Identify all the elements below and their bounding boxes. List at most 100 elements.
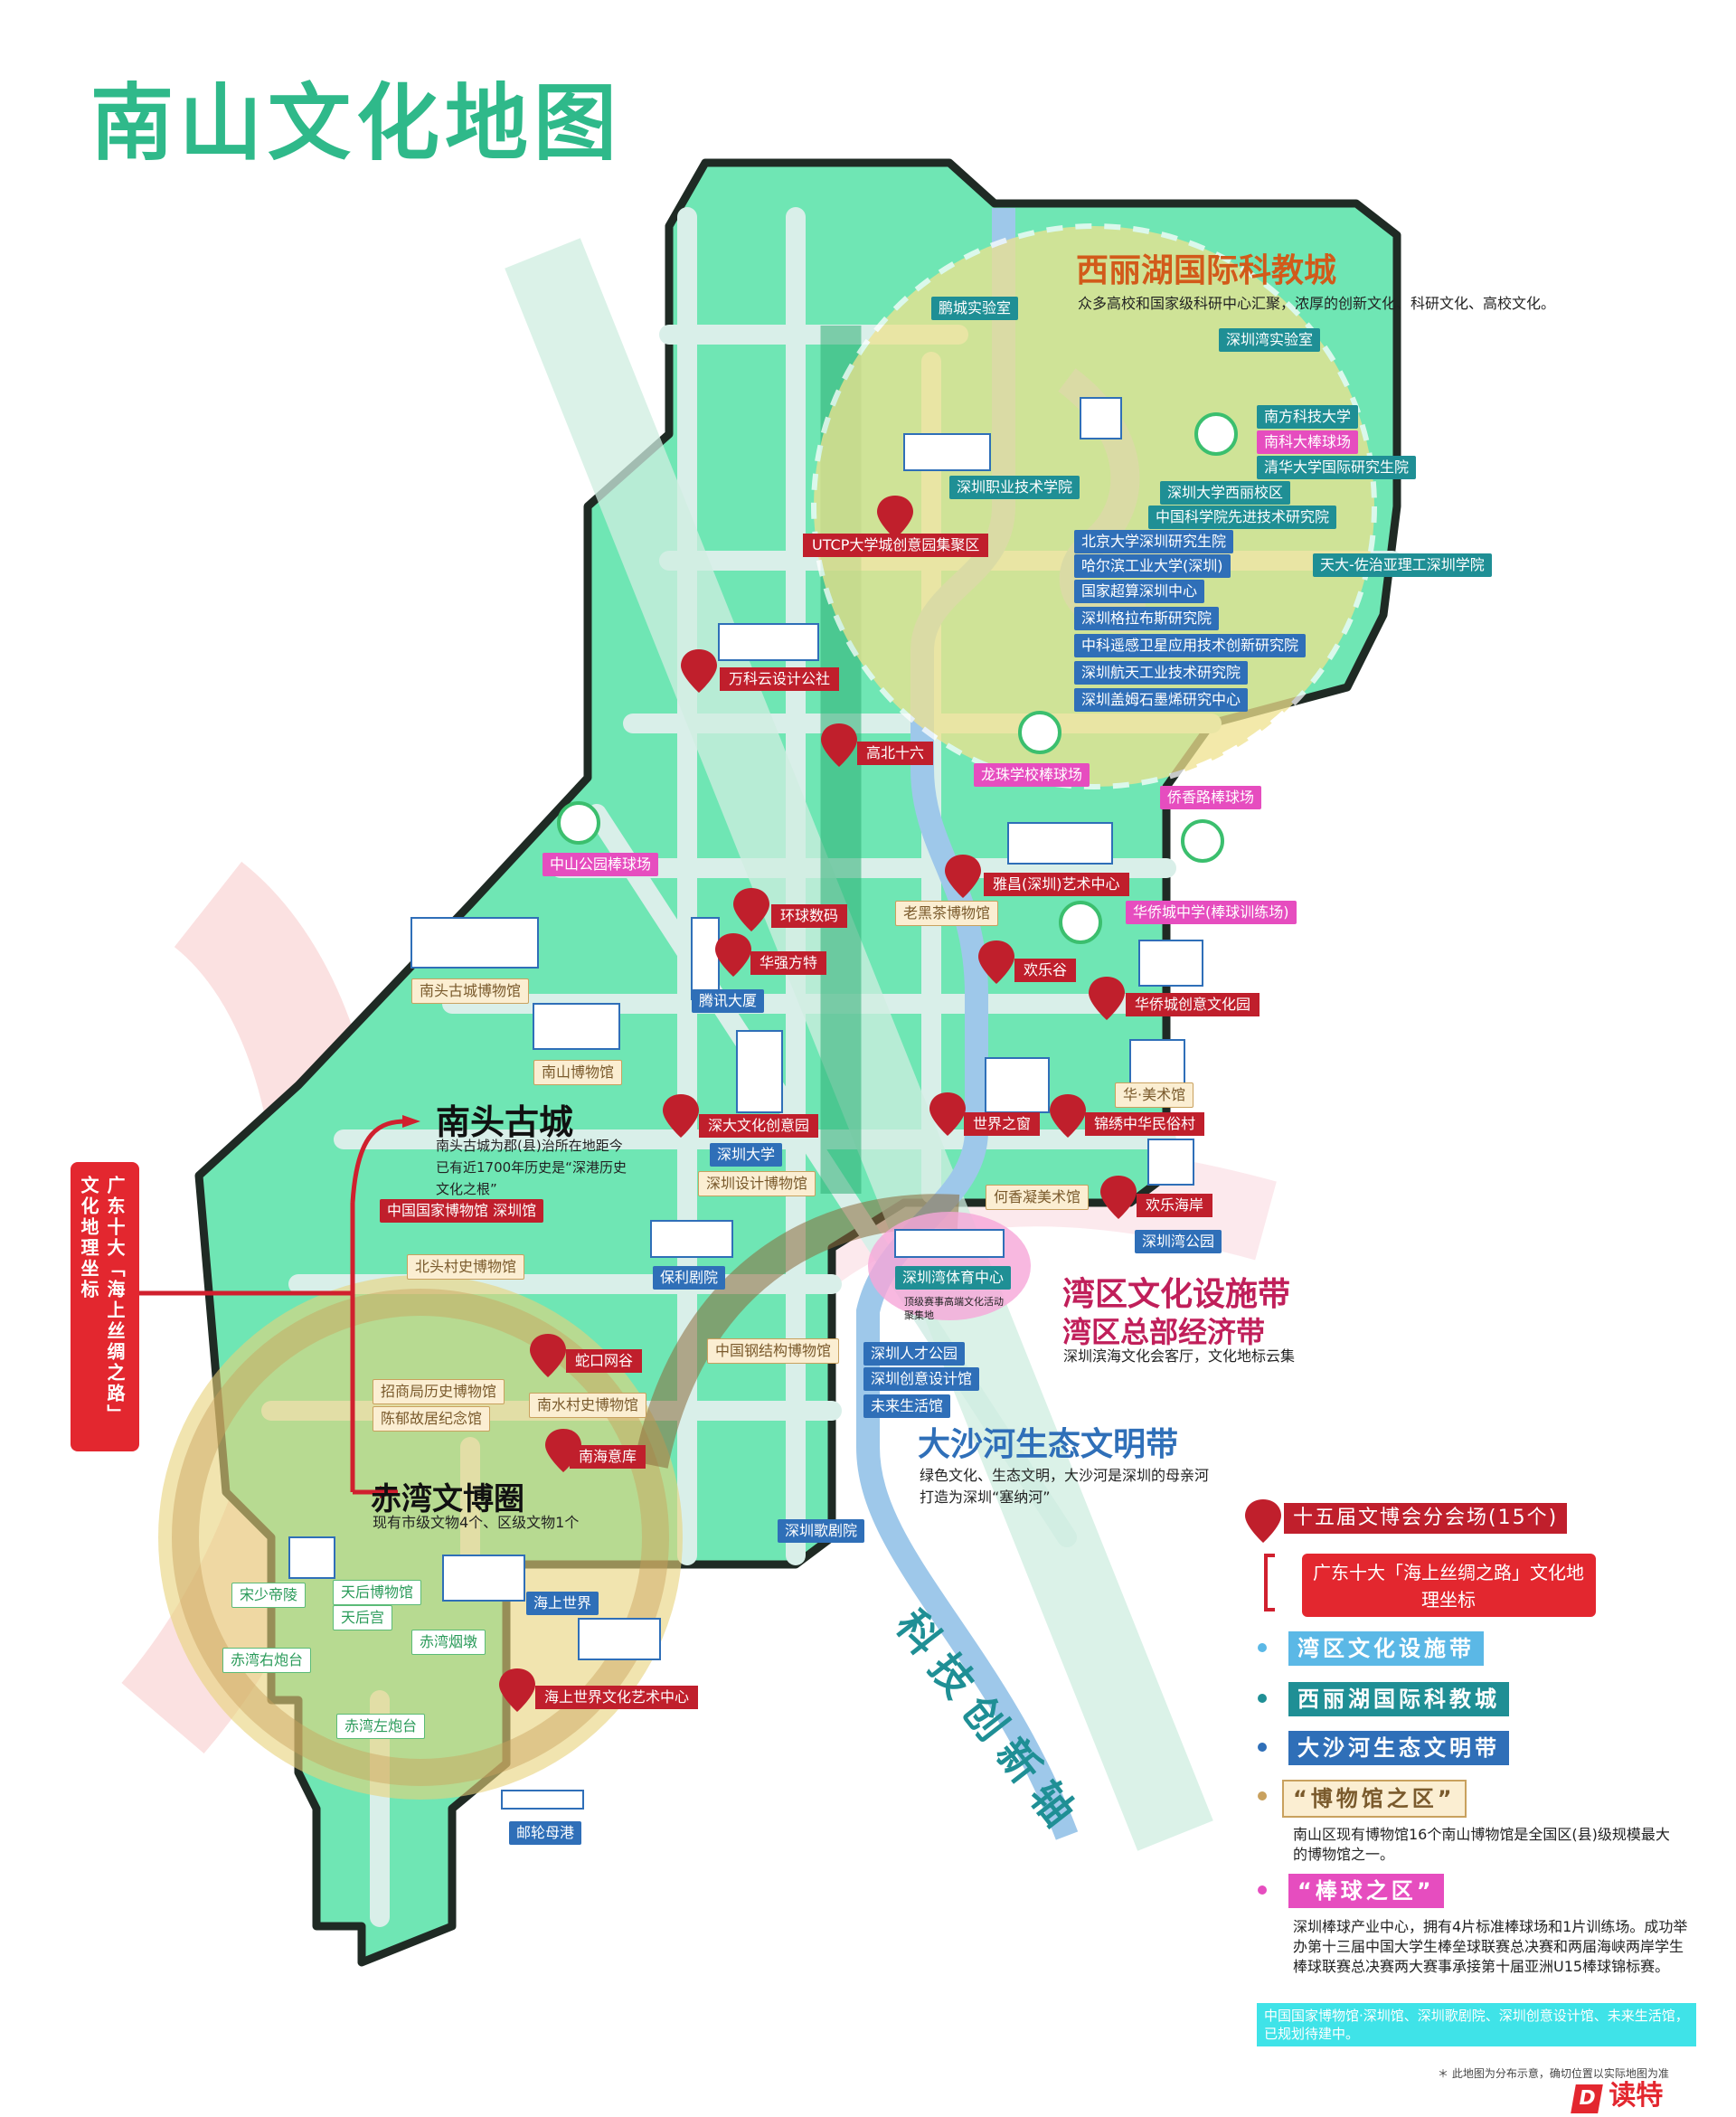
legend-bracket <box>1264 1554 1275 1611</box>
brand-d-icon: D <box>1571 2084 1604 2113</box>
pin-gaobei-16[interactable]: 高北十六 <box>857 742 934 765</box>
pin-global-digital[interactable]: 环球数码 <box>771 904 848 928</box>
dashahe-title: 大沙河生态文明带 <box>918 1426 1179 1463</box>
pin-vanke-design[interactable]: 万科云设计公社 <box>720 667 840 691</box>
pin-shekou-netvalley[interactable]: 蛇口网谷 <box>566 1349 643 1373</box>
bay-arc <box>634 1194 960 1469</box>
tag-szpt[interactable]: 深圳职业技术学院 <box>949 476 1080 499</box>
pin-utcp[interactable]: UTCP大学城创意园集聚区 <box>803 534 989 557</box>
tag-chiwan-right-battery[interactable]: 赤湾右炮台 <box>222 1648 312 1673</box>
bay-note: 顶级赛事高端文化活动聚集地 <box>904 1296 1004 1321</box>
tag-szu-xili[interactable]: 深圳大学西丽校区 <box>1160 481 1291 505</box>
legend-bay: 湾区文化设施带 <box>1288 1631 1484 1666</box>
xili-desc: 众多高校和国家级科研中心汇聚，浓厚的创新文化、科研文化、高校文化。 <box>1078 295 1556 312</box>
tag-sustech[interactable]: 南方科技大学 <box>1257 405 1359 429</box>
legend-dashahe: 大沙河生态文明带 <box>1288 1731 1509 1765</box>
legend-dots <box>1258 1643 1267 1895</box>
tag-ocths-baseball[interactable]: 华侨城中学(棒球训练场) <box>1126 901 1297 924</box>
tag-tianjin-georgia[interactable]: 天大-佐治亚理工深圳学院 <box>1313 553 1492 577</box>
chiwan-title: 赤湾文博圈 <box>371 1481 524 1517</box>
legend-museum: “博物馆之区” <box>1282 1780 1467 1818</box>
legend-planned: 中国国家博物馆·深圳馆、深圳歌剧院、深圳创意设计馆、未来生活馆，已规划待建中。 <box>1257 2003 1696 2046</box>
tag-design-museum[interactable]: 深圳设计博物馆 <box>698 1171 816 1196</box>
legend-baseball-desc: 深圳棒球产业中心，拥有4片标准棒球场和1片训练场。成功举办第十三届中国大学生棒垒… <box>1293 1918 1688 1975</box>
tag-chen-yu-memorial[interactable]: 陈郁故居纪念馆 <box>373 1406 491 1432</box>
pin-oct-loft[interactable]: 华侨城创意文化园 <box>1126 993 1260 1016</box>
pin-fantawild[interactable]: 华强方特 <box>750 951 827 975</box>
chiwan-desc: 现有市级文物4个、区级文物1个 <box>373 1514 580 1531</box>
tag-aerospace[interactable]: 深圳航天工业技术研究院 <box>1074 661 1249 685</box>
brand-name: 读特 <box>1609 2080 1664 2112</box>
tag-pengcheng-lab[interactable]: 鹏城实验室 <box>931 297 1019 320</box>
pin-szu-creative[interactable]: 深大文化创意园 <box>699 1114 819 1138</box>
silk-road-connector <box>136 1119 408 1495</box>
tag-longzhu-baseball[interactable]: 龙珠学校棒球场 <box>974 763 1090 787</box>
tag-hua-art-museum[interactable]: 华·美术馆 <box>1115 1082 1194 1108</box>
tag-tsinghua-sigs[interactable]: 清华大学国际研究生院 <box>1257 456 1417 479</box>
pin-artron[interactable]: 雅昌(深圳)艺术中心 <box>984 873 1129 896</box>
legend-museum-desc: 南山区现有博物馆16个南山博物馆是全国区(县)级规模最大的博物馆之一。 <box>1293 1826 1670 1863</box>
pin-window-of-world[interactable]: 世界之窗 <box>964 1112 1041 1136</box>
tag-shenzhen-bay-lab[interactable]: 深圳湾实验室 <box>1219 328 1321 352</box>
nantou-title: 南头古城 <box>436 1102 574 1142</box>
legend-note: ＊ 此地图为分布示意，确切位置以实际地图为准 <box>1438 2067 1669 2080</box>
legend-pin-label: 十五届文博会分会场(15个) <box>1284 1503 1568 1534</box>
bay-title-2: 湾区总部经济带 <box>1062 1315 1266 1349</box>
tag-opera-house[interactable]: 深圳歌剧院 <box>778 1519 865 1543</box>
tag-song-emperor-tomb[interactable]: 宋少帝陵 <box>231 1583 307 1608</box>
legend-baseball: “棒球之区” <box>1288 1874 1444 1908</box>
tag-hit-shenzhen[interactable]: 哈尔滨工业大学(深圳) <box>1074 554 1231 578</box>
bay-desc: 深圳滨海文化会客厅，文化地标云集 <box>1063 1347 1296 1365</box>
legend-xili: 西丽湖国际科教城 <box>1288 1682 1509 1716</box>
silk-road-vertical-label: 广东十大「海上丝绸之路」文化地理坐标 <box>78 1176 126 1425</box>
tag-steel-museum[interactable]: 中国钢结构博物馆 <box>707 1338 840 1364</box>
pin-nanhai-eco[interactable]: 南海意库 <box>570 1445 646 1469</box>
tag-bay-sports-center[interactable]: 深圳湾体育中心 <box>895 1266 1012 1290</box>
arrow-head-north <box>402 1115 420 1128</box>
dashahe-desc-2: 打造为深圳“塞纳河” <box>920 1489 1051 1506</box>
chiwan-ring <box>172 1289 669 1786</box>
legend-silk-box <box>1302 1554 1596 1617</box>
tag-beitou-museum[interactable]: 北头村史博物馆 <box>407 1254 525 1280</box>
tag-bay-park[interactable]: 深圳湾公园 <box>1135 1230 1222 1253</box>
tag-tencent[interactable]: 腾讯大厦 <box>692 989 765 1013</box>
arrow-head-south <box>380 1486 398 1498</box>
tag-supercomputing[interactable]: 国家超算深圳中心 <box>1074 580 1205 603</box>
nantou-desc: 南头古城为郡(县)治所在地距今已有近1700年历史是“深港历史文化之根” <box>436 1138 627 1197</box>
tag-zhongshan-baseball[interactable]: 中山公园棒球场 <box>542 853 659 876</box>
tag-nantou-museum[interactable]: 南头古城博物馆 <box>411 978 530 1004</box>
brand-logo: D 读特 <box>1571 2080 1664 2113</box>
tag-merchants-museum[interactable]: 招商局历史博物馆 <box>373 1379 505 1404</box>
tag-siat[interactable]: 中国科学院先进技术研究院 <box>1148 506 1337 529</box>
tag-sea-world[interactable]: 海上世界 <box>526 1592 599 1615</box>
tag-talent-park[interactable]: 深圳人才公园 <box>863 1342 966 1366</box>
tag-remote-sensing[interactable]: 中科遥感卫星应用技术创新研究院 <box>1074 634 1307 657</box>
tag-chiwan-left-battery[interactable]: 赤湾左炮台 <box>336 1714 426 1739</box>
xili-title: 西丽湖国际科教城 <box>1076 252 1337 289</box>
pin-splendid-china[interactable]: 锦绣中华民俗村 <box>1085 1112 1205 1136</box>
tag-qiaoxiang-baseball[interactable]: 侨香路棒球场 <box>1160 786 1262 809</box>
tag-creative-design[interactable]: 深圳创意设计馆 <box>863 1367 980 1391</box>
pin-happy-coast[interactable]: 欢乐海岸 <box>1137 1194 1213 1217</box>
tag-hexiangning-museum[interactable]: 何香凝美术馆 <box>986 1185 1090 1210</box>
tag-szu[interactable]: 深圳大学 <box>710 1143 783 1167</box>
tag-tianhou-museum[interactable]: 天后博物馆 <box>333 1580 422 1605</box>
pin-sea-world-culture[interactable]: 海上世界文化艺术中心 <box>535 1686 699 1709</box>
tag-graphene[interactable]: 深圳盖姆石墨烯研究中心 <box>1074 688 1249 712</box>
pin-happy-valley[interactable]: 欢乐谷 <box>1014 959 1077 982</box>
tag-black-tea-museum[interactable]: 老黑茶博物馆 <box>895 901 999 926</box>
silk-road-panel <box>71 1162 139 1451</box>
tag-poly-theater[interactable]: 保利剧院 <box>653 1266 726 1290</box>
tag-future-life[interactable]: 未来生活馆 <box>863 1394 951 1418</box>
tag-national-museum-shenzhen[interactable]: 中国国家博物馆 深圳馆 <box>380 1199 544 1223</box>
tag-tianhou-temple[interactable]: 天后宫 <box>333 1605 393 1630</box>
tag-chiwan-beacon[interactable]: 赤湾烟墩 <box>411 1630 486 1655</box>
tag-sustech-baseball[interactable]: 南科大棒球场 <box>1257 430 1359 454</box>
tag-nanshui-museum[interactable]: 南水村史博物馆 <box>529 1393 647 1418</box>
tag-pku-shenzhen[interactable]: 北京大学深圳研究生院 <box>1074 530 1234 553</box>
tag-nanshan-museum[interactable]: 南山博物馆 <box>533 1060 623 1085</box>
bay-title-1: 湾区文化设施带 <box>1062 1276 1291 1313</box>
tag-grubbs[interactable]: 深圳格拉布斯研究院 <box>1074 607 1220 630</box>
tag-cruise-port[interactable]: 邮轮母港 <box>509 1821 582 1845</box>
